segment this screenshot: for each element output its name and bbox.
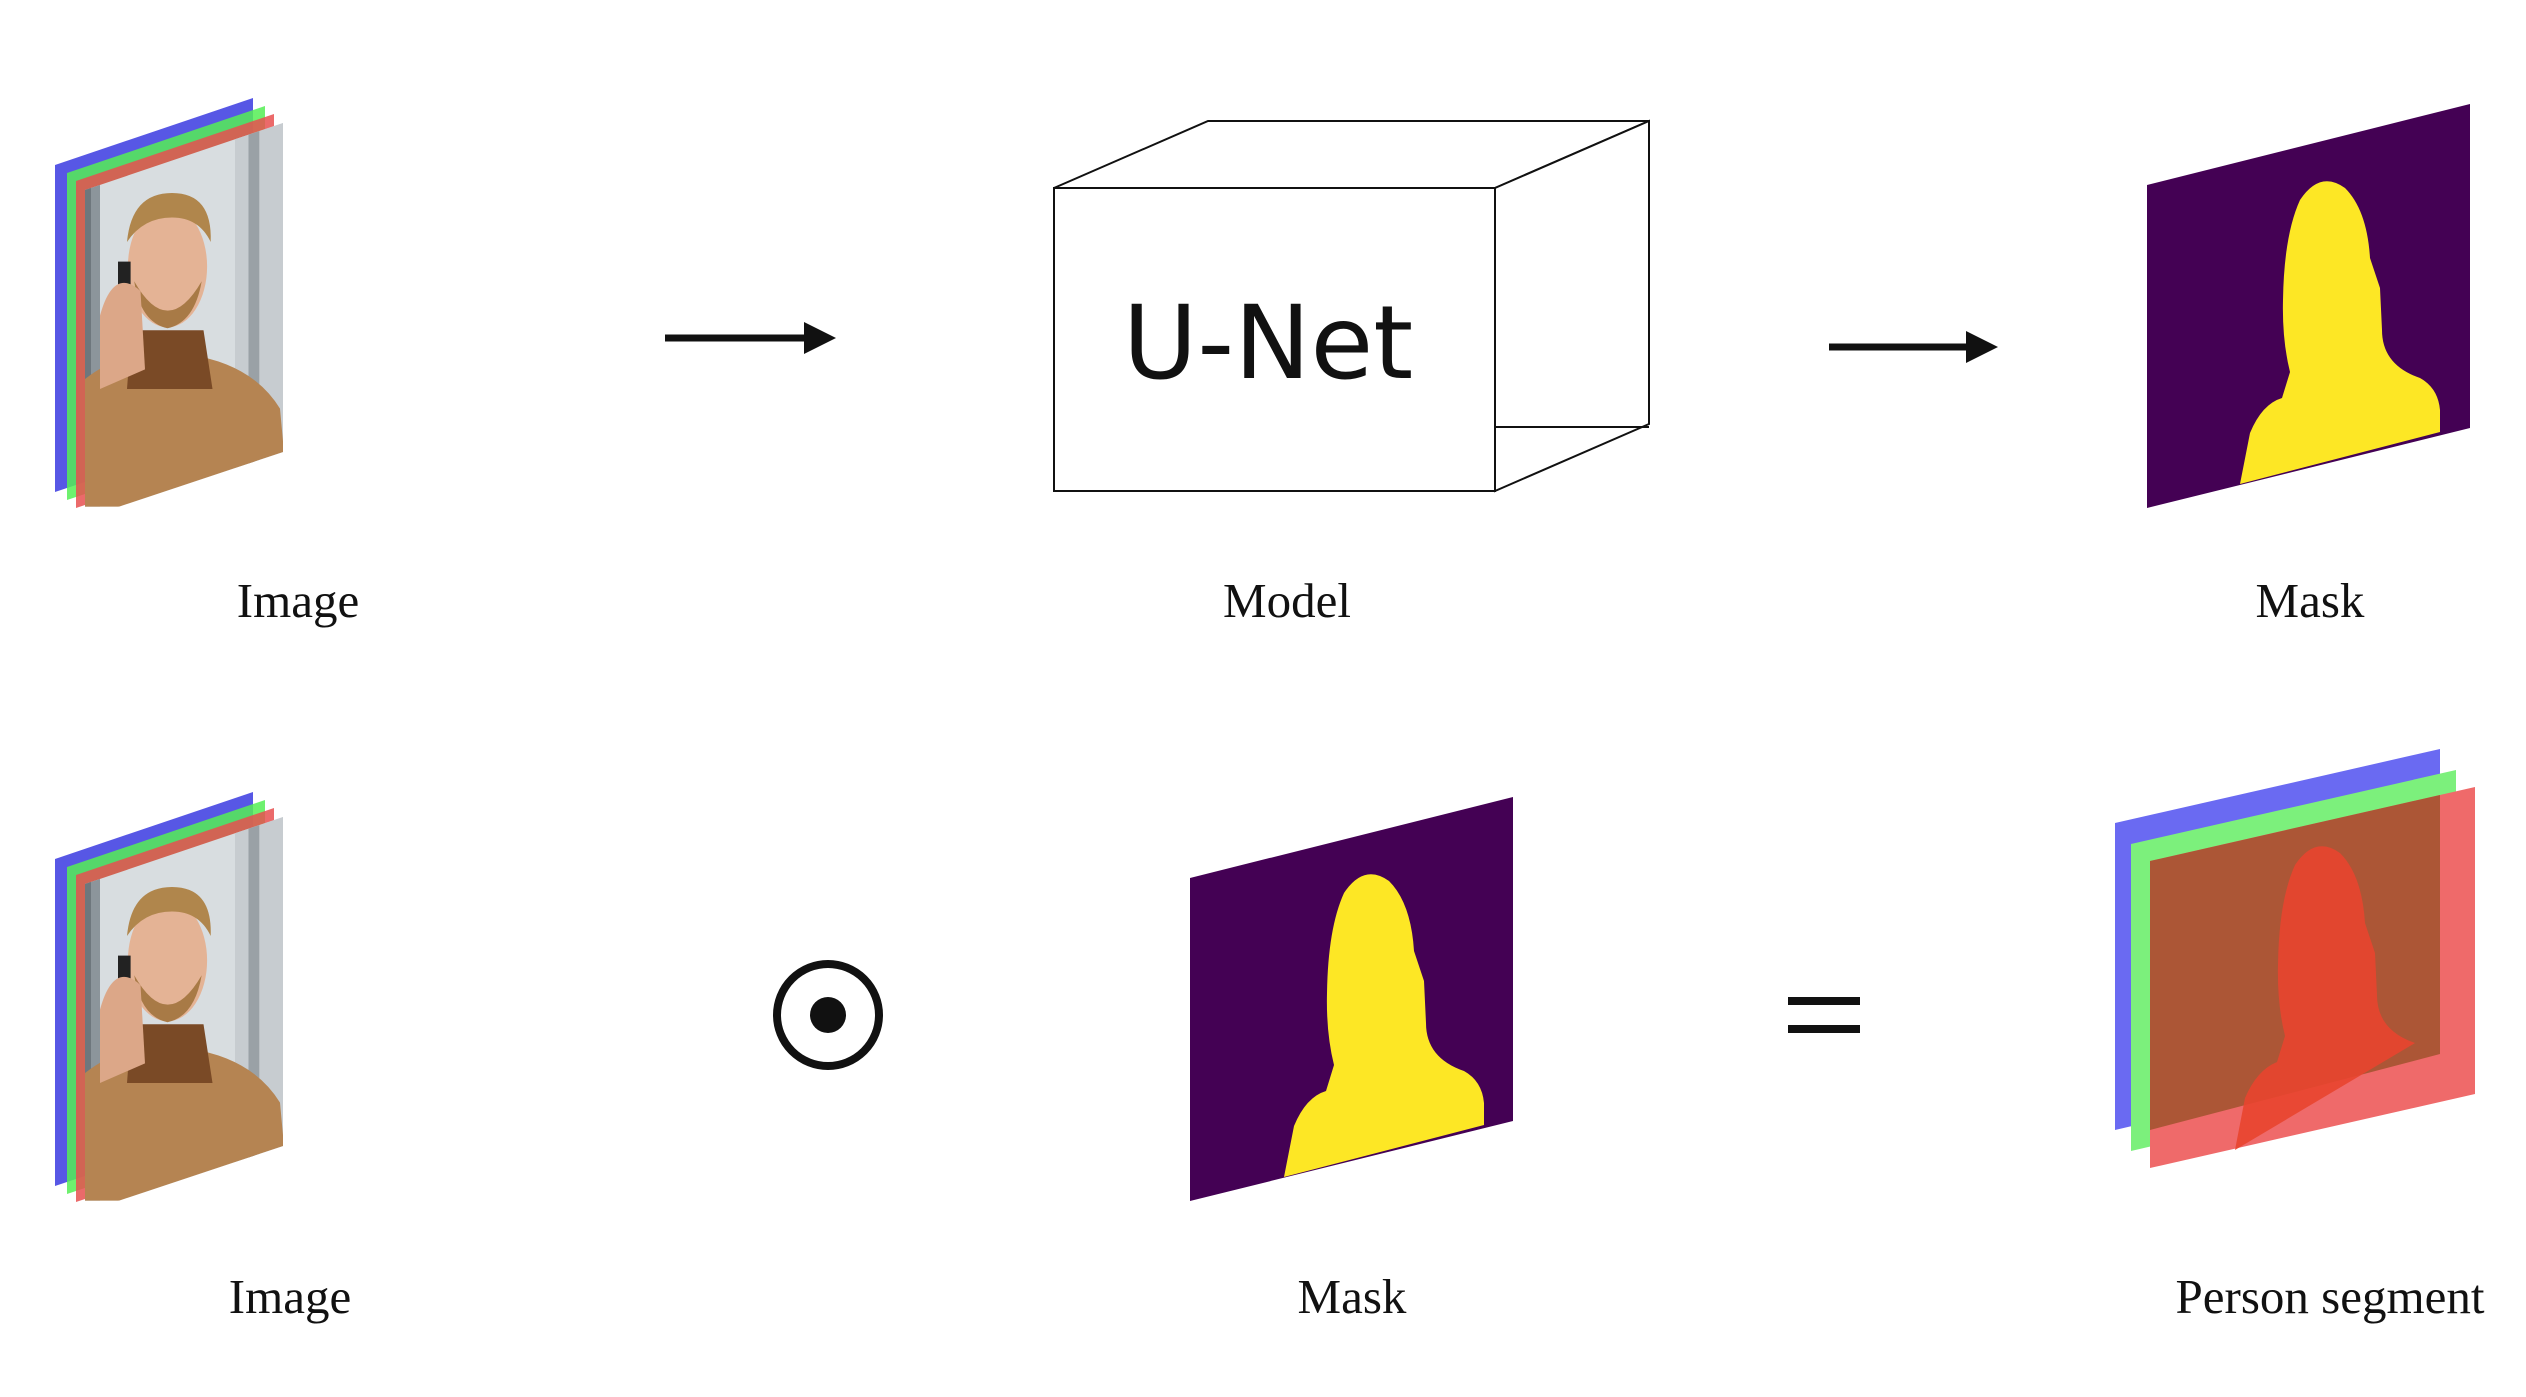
mask-output [2147,104,2470,508]
image-caption-row1: Image [237,573,359,628]
mask-caption-row2: Mask [1298,1269,1407,1324]
model-caption: Model [1223,573,1351,628]
mask-input [1190,797,1513,1201]
person-segment-stack [2115,749,2475,1168]
model-name-label: U-Net [1123,284,1414,403]
mask-caption-row1: Mask [2256,573,2365,628]
image-caption-row2: Image [229,1269,351,1324]
person-silhouette [2240,181,2440,484]
arrow-right-icon [1829,331,1998,363]
cuboid-icon [1053,119,1650,493]
person-segment-caption: Person segment [2176,1269,2485,1324]
arrow-right-icon [665,322,836,354]
rgb-image-stack-icon [55,792,283,1202]
hadamard-product-icon [773,960,883,1070]
equals-icon [1788,997,1860,1033]
person-silhouette [1284,874,1484,1177]
rgb-image-stack-icon [55,98,283,508]
